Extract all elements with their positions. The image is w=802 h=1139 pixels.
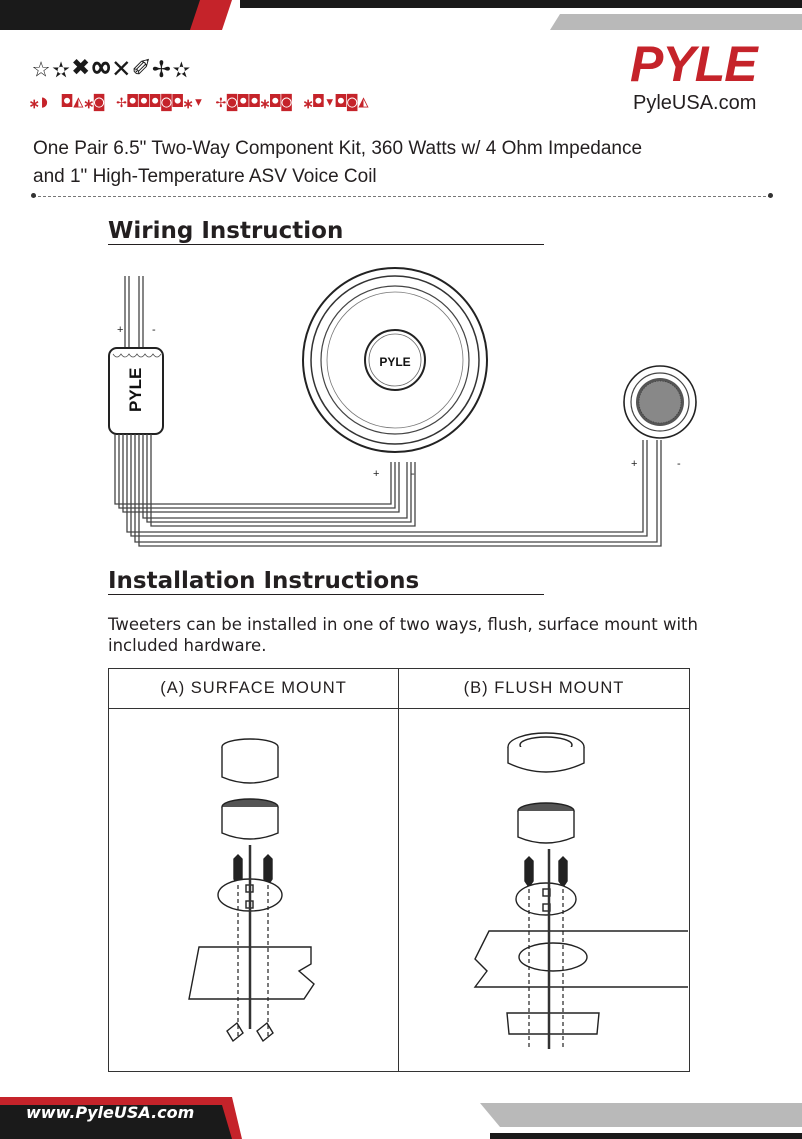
model-title: ⁎◗ ◘◭⁎◙ ✢◘◘◘◙◘⁎▾ ✢◙◘◘⁎◘◙ ⁎◘▾◘◙◭ [30,92,370,112]
tweeter-minus-label: - [677,458,681,470]
wiring-heading-rule [108,244,544,245]
crossover-logo: PYLE [126,368,145,412]
product-description: One Pair 6.5" Two-Way Component Kit, 360… [33,135,673,191]
tweeter-plus-label: + [631,458,637,470]
flush-mount-illustration [473,732,688,1049]
divider-dot-right [768,193,773,198]
bottom-banner [0,1097,802,1139]
mounting-table: (A) SURFACE MOUNT (B) FLUSH MOUNT [108,668,690,1072]
divider-dot-left [31,193,36,198]
crossover-plus-label: + [117,324,123,336]
crossover-box [108,347,164,435]
dashed-divider [33,196,771,197]
description-line-2: and 1" High-Temperature ASV Voice Coil [33,166,377,187]
woofer-minus-label: - [411,468,415,480]
top-banner [0,0,802,30]
footer-url[interactable]: www.PyleUSA.com [26,1103,195,1122]
wiring-diagram: + - PYLE PYLE + - + - [108,267,697,547]
surface-mount-illustration [188,738,315,1043]
model-code: ☆✫✖∞✕✐✢✫ [32,50,193,85]
woofer-logo: PYLE [379,355,410,369]
installation-text: Tweeters can be installed in one of two … [108,615,698,655]
description-line-1: One Pair 6.5" Two-Way Component Kit, 360… [33,138,643,159]
woofer-plus-label: + [373,468,379,480]
installation-heading: Installation Instructions [108,568,420,594]
installation-heading-rule [108,594,544,595]
flush-mount-header: (B) FLUSH MOUNT [399,669,689,709]
woofer [302,267,488,453]
tweeter [623,365,697,439]
wiring-heading: Wiring Instruction [108,218,344,244]
crossover-minus-label: - [152,324,156,336]
brand-logo: PYLE [630,36,758,92]
surface-mount-header: (A) SURFACE MOUNT [109,669,399,709]
table-divider [398,669,399,1071]
brand-site: PyleUSA.com [633,92,757,114]
